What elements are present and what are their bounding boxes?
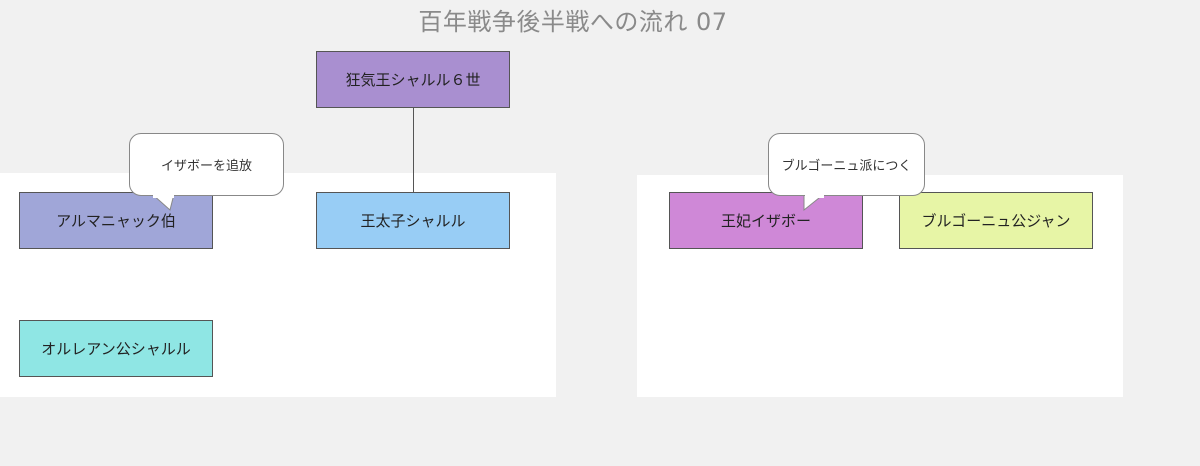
callout-exile-text: イザボーを追放 — [160, 159, 252, 174]
node-queen-label: 王妃イザボー — [720, 212, 811, 230]
callout-exile-tail-cover — [153, 193, 174, 198]
callout-side-text: ブルゴーニュ派につく — [781, 159, 912, 174]
callout-side-tail-cover — [805, 193, 824, 198]
node-orleans-label: オルレアン公シャルル — [41, 340, 191, 358]
diagram-title: 百年戦争後半戦への流れ 07 — [418, 8, 728, 36]
node-burgundy-label: ブルゴーニュ公ジャン — [921, 212, 1071, 230]
node-count-armagnac[interactable]: アルマニャック伯 — [19, 192, 213, 249]
node-duke-burgundy[interactable]: ブルゴーニュ公ジャン — [899, 192, 1093, 249]
node-king-charles-vi[interactable]: 狂気王シャルル６世 — [316, 51, 510, 108]
node-duke-orleans[interactable]: オルレアン公シャルル — [19, 320, 213, 377]
node-dauphin-label: 王太子シャルル — [360, 212, 466, 230]
node-king-label: 狂気王シャルル６世 — [345, 71, 481, 89]
callout-side-burgundy[interactable]: ブルゴーニュ派につく — [768, 133, 925, 196]
callout-exile-isabeau[interactable]: イザボーを追放 — [129, 133, 284, 196]
node-queen-isabeau[interactable]: 王妃イザボー — [669, 192, 863, 249]
node-armagnac-label: アルマニャック伯 — [56, 212, 176, 230]
king-dauphin-connector — [413, 107, 414, 193]
node-dauphin-charles[interactable]: 王太子シャルル — [316, 192, 510, 249]
